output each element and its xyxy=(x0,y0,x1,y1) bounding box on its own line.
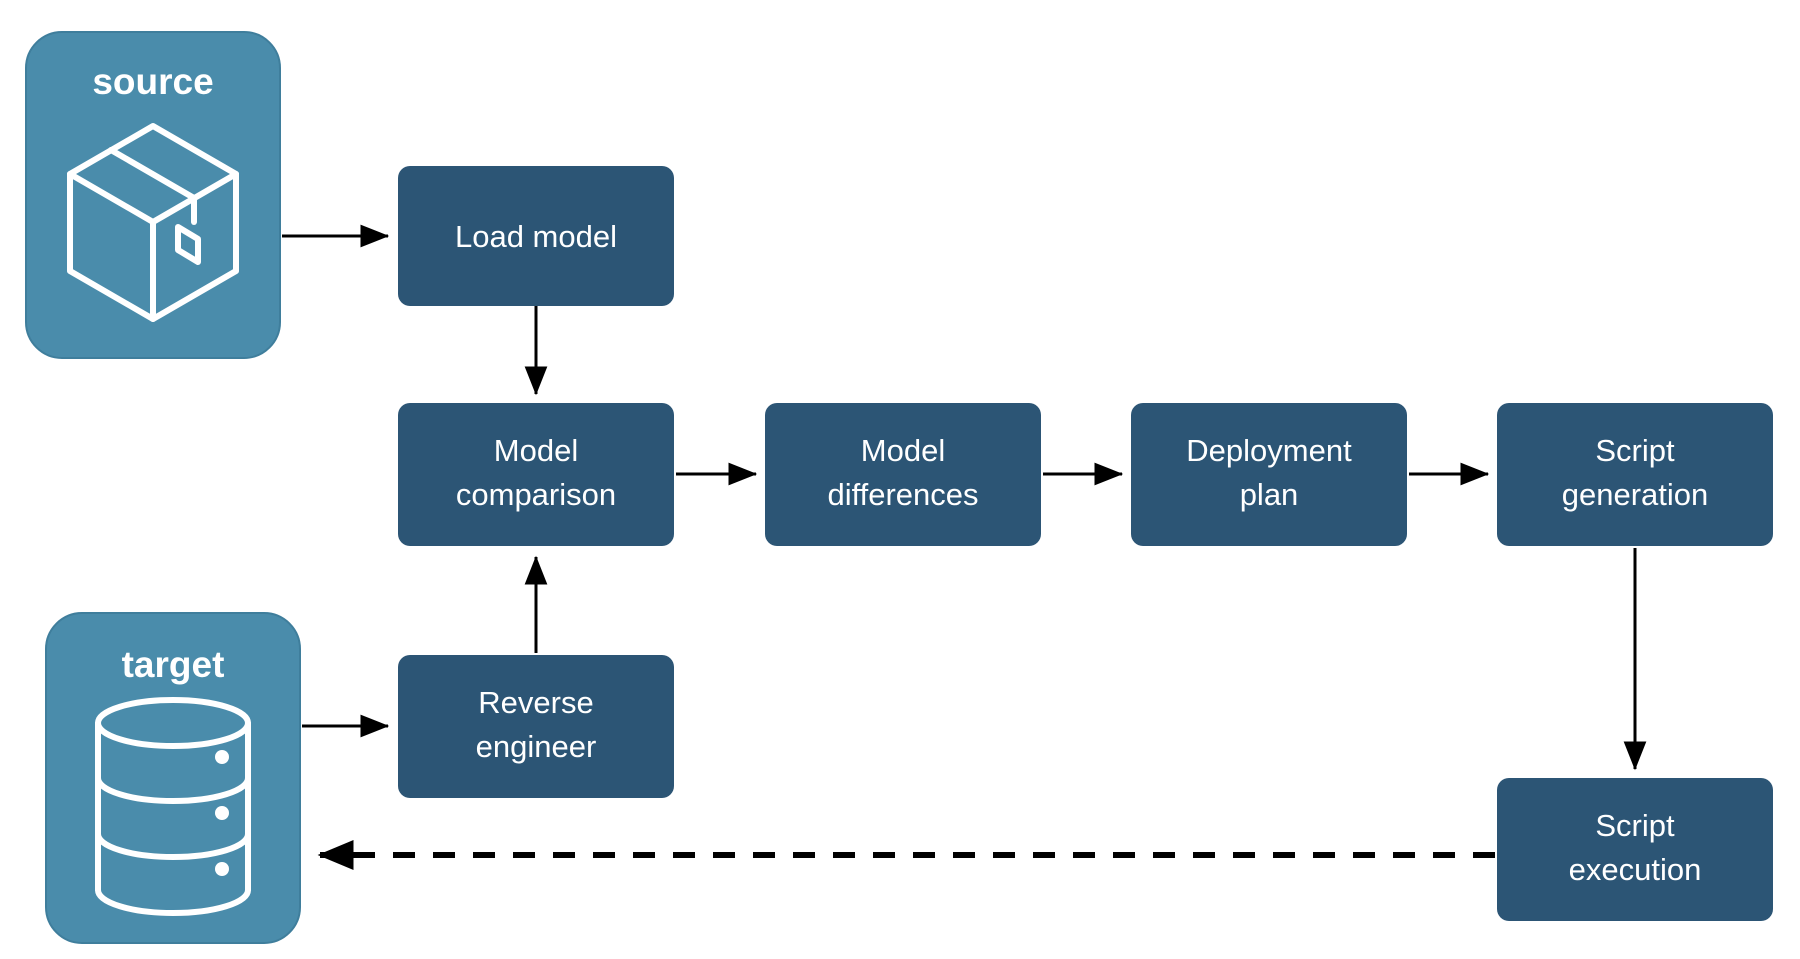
model-comparison-shape xyxy=(398,403,674,546)
deployment-plan-label-line-1: Deployment xyxy=(1186,433,1352,468)
model-differences-shape xyxy=(765,403,1041,546)
node-deployment-plan[interactable]: Deployment plan xyxy=(1131,403,1407,546)
model-differences-label-line-2: differences xyxy=(827,477,978,512)
database-status-dot xyxy=(215,806,229,820)
target-node-shape xyxy=(45,612,301,944)
source-node-shape xyxy=(25,31,281,359)
script-execution-shape xyxy=(1497,778,1773,921)
script-generation-shape xyxy=(1497,403,1773,546)
source-node-label: source xyxy=(92,61,213,102)
database-status-dot xyxy=(215,862,229,876)
node-load-model[interactable]: Load model xyxy=(398,166,674,306)
model-differences-label-line-1: Model xyxy=(861,433,945,468)
node-script-execution[interactable]: Script execution xyxy=(1497,778,1773,921)
node-source[interactable]: source xyxy=(25,31,281,359)
package-box-icon xyxy=(67,123,239,322)
database-status-dot xyxy=(215,750,229,764)
node-target[interactable]: target xyxy=(45,612,301,944)
script-generation-label-line-1: Script xyxy=(1595,433,1675,468)
database-cylinder-icon xyxy=(95,697,251,916)
target-node-label: target xyxy=(122,644,225,685)
node-model-comparison[interactable]: Model comparison xyxy=(398,403,674,546)
model-comparison-label-line-2: comparison xyxy=(456,477,616,512)
reverse-engineer-shape xyxy=(398,655,674,798)
model-comparison-label-line-1: Model xyxy=(494,433,578,468)
script-execution-label-line-2: execution xyxy=(1569,852,1702,887)
script-execution-label-line-1: Script xyxy=(1595,808,1675,843)
deployment-plan-label-line-2: plan xyxy=(1240,477,1299,512)
node-model-differences[interactable]: Model differences xyxy=(765,403,1041,546)
script-generation-label-line-2: generation xyxy=(1562,477,1709,512)
load-model-label-line-1: Load model xyxy=(455,219,617,254)
deployment-plan-shape xyxy=(1131,403,1407,546)
reverse-engineer-label-line-2: engineer xyxy=(476,729,597,764)
node-script-generation[interactable]: Script generation xyxy=(1497,403,1773,546)
edges-layer xyxy=(282,224,1647,871)
load-model-shape xyxy=(398,166,674,306)
node-reverse-engineer[interactable]: Reverse engineer xyxy=(398,655,674,798)
reverse-engineer-label-line-1: Reverse xyxy=(478,685,593,720)
